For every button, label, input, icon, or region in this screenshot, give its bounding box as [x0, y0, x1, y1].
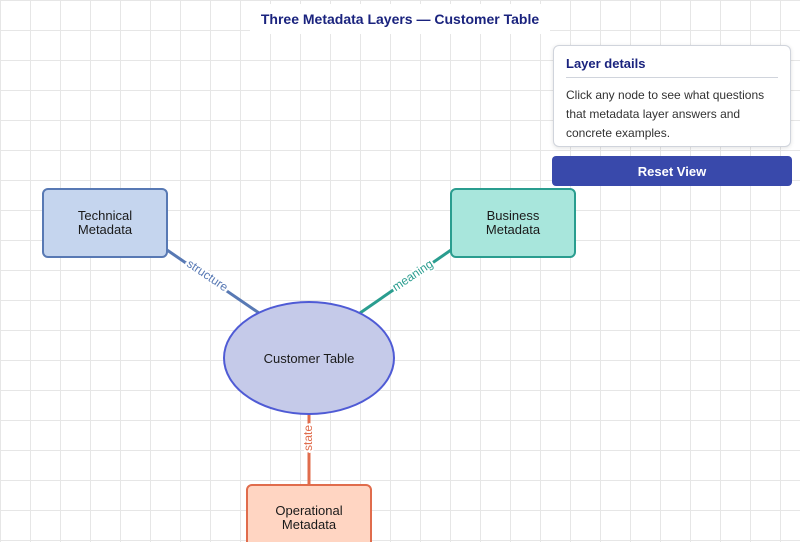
layer-details-panel: Layer details Click any node to see what…	[553, 45, 791, 147]
svg-text:state: state	[301, 425, 315, 451]
node-technical-label-line1: Technical	[78, 208, 132, 223]
svg-text:structure: structure	[184, 256, 231, 294]
svg-text:state: state	[301, 425, 315, 451]
node-technical-label-line2: Metadata	[78, 222, 133, 237]
edge-business	[359, 248, 452, 315]
node-operational-label-line1: Operational	[275, 503, 342, 518]
node-business-metadata[interactable]: Business Metadata	[450, 188, 576, 258]
layer-details-body: Click any node to see what questions tha…	[566, 88, 765, 140]
layer-details-heading: Layer details	[566, 56, 778, 78]
node-operational-label-line2: Metadata	[282, 517, 337, 532]
edge-label-business: meaning meaning	[388, 255, 438, 296]
node-operational-metadata[interactable]: Operational Metadata	[246, 484, 372, 542]
node-business-label-line1: Business	[487, 208, 540, 223]
svg-text:meaning: meaning	[390, 257, 436, 294]
node-customer-table[interactable]: Customer Table	[223, 301, 395, 415]
node-customer-table-label: Customer Table	[264, 351, 355, 366]
edge-label-operational: state state	[299, 423, 317, 453]
diagram-title: Three Metadata Layers — Customer Table	[250, 4, 550, 34]
edge-label-technical: structure structure	[182, 254, 233, 296]
node-technical-metadata[interactable]: Technical Metadata	[42, 188, 168, 258]
edge-technical	[166, 248, 260, 315]
node-business-label-line2: Metadata	[486, 222, 541, 237]
reset-view-button[interactable]: Reset View	[552, 156, 792, 186]
